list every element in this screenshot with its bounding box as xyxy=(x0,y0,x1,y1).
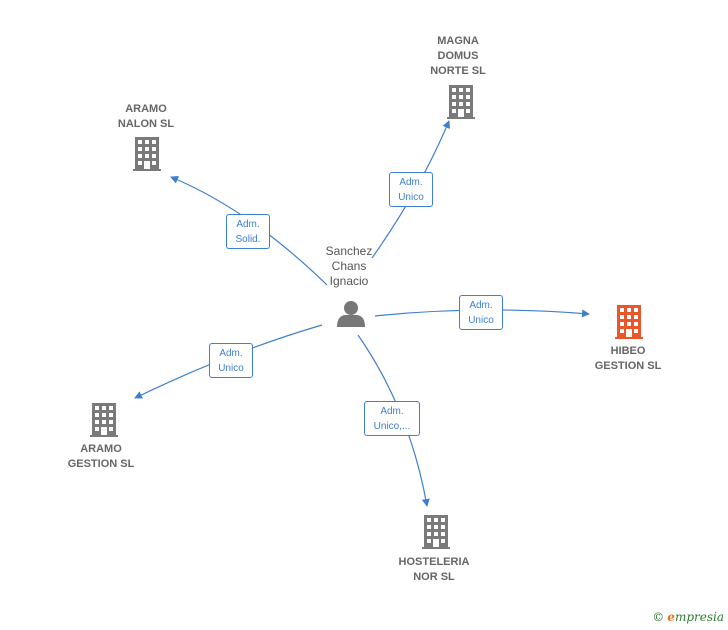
building-icon-hosteleria[interactable] xyxy=(422,515,450,549)
edge-label-hibeo: Adm. Unico xyxy=(459,295,503,330)
edge-label-magna: Adm. Unico xyxy=(389,172,433,207)
edge-label-aramo-gestion: Adm. Unico xyxy=(209,343,253,378)
brand-name: mpresia xyxy=(674,610,724,624)
edge-label-hosteleria: Adm. Unico,... xyxy=(364,401,420,436)
brand-logo: ©empresia xyxy=(652,610,724,624)
building-icon-magna[interactable] xyxy=(447,85,475,119)
person-name[interactable]: Sanchez Chans Ignacio xyxy=(325,244,373,288)
company-label-aramo-nalon[interactable]: ARAMO NALON SL xyxy=(117,103,175,130)
company-label-hosteleria[interactable]: HOSTELERIA NOR SL xyxy=(398,556,470,583)
building-icon-aramo-gestion[interactable] xyxy=(90,403,118,437)
brand-initial: e xyxy=(667,610,675,624)
building-icon-aramo-nalon[interactable] xyxy=(133,137,161,171)
person-icon[interactable] xyxy=(337,301,365,327)
company-label-magna[interactable]: MAGNA DOMUS NORTE SL xyxy=(430,35,486,77)
company-label-aramo-gestion[interactable]: ARAMO GESTION SL xyxy=(67,443,135,470)
building-icon-hibeo[interactable] xyxy=(615,305,643,339)
copyright-icon: © xyxy=(652,610,665,624)
company-label-hibeo[interactable]: HIBEO GESTION SL xyxy=(594,345,662,372)
edge-label-aramo-nalon: Adm. Solid. xyxy=(226,214,270,249)
